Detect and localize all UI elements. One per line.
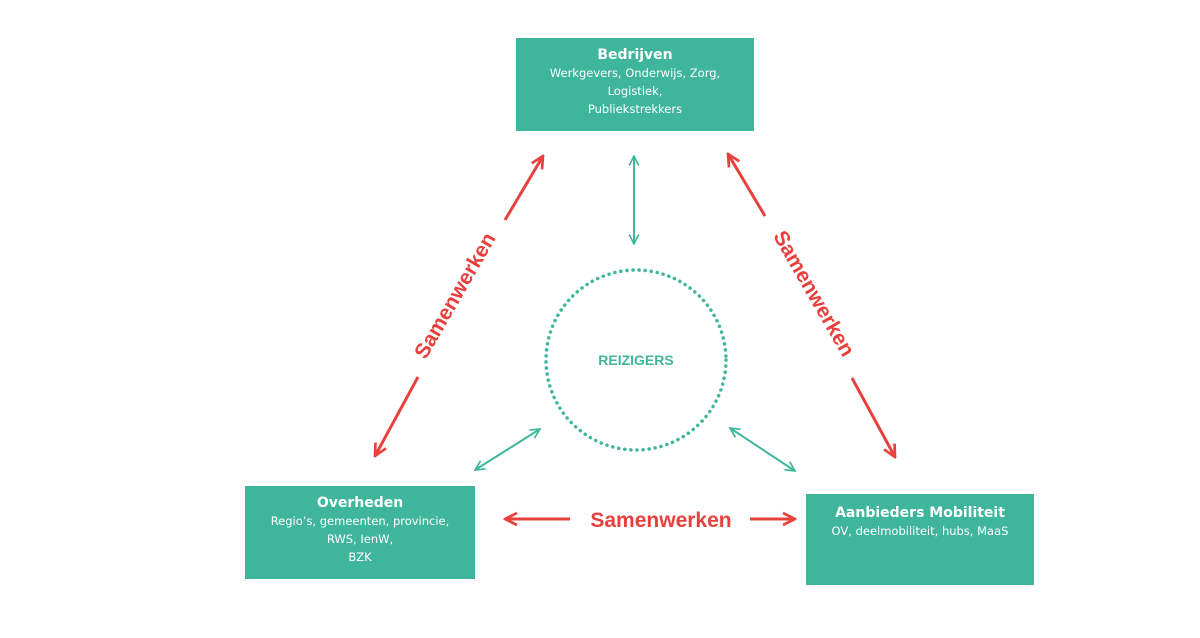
node-overheden-line: Regio’s, gemeenten, provincie, bbox=[270, 514, 450, 528]
arrow-right-upper bbox=[728, 154, 767, 217]
node-aanbieders-description: OV, deelmobiliteit, hubs, MaaS bbox=[806, 522, 1034, 540]
edge-label-right: Samenwerken bbox=[768, 227, 859, 361]
arrow-left-upper bbox=[503, 156, 543, 221]
node-overheden: Overheden Regio’s, gemeenten, provincie,… bbox=[245, 486, 475, 579]
node-overheden-line: BZK bbox=[348, 550, 372, 564]
node-aanbieders-line: OV, deelmobiliteit, hubs, MaaS bbox=[831, 524, 1009, 538]
arrow-reizigers-overheden bbox=[475, 429, 540, 470]
node-bedrijven-title: Bedrijven bbox=[597, 47, 673, 63]
node-bedrijven-line: Publiekstrekkers bbox=[587, 102, 683, 116]
arrow-reizigers-aanbieders bbox=[730, 428, 795, 471]
arrow-right-lower bbox=[850, 377, 895, 457]
node-overheden-line: RWS, IenW, bbox=[326, 532, 394, 546]
edge-label-bottom: Samenwerken bbox=[590, 509, 731, 532]
reizigers-label: REIZIGERS bbox=[598, 352, 673, 368]
node-bedrijven-line: Werkgevers, Onderwijs, Zorg, bbox=[549, 66, 721, 80]
node-overheden-description: Regio’s, gemeenten, provincie, RWS, IenW… bbox=[245, 512, 475, 566]
node-bedrijven: Bedrijven Werkgevers, Onderwijs, Zorg, L… bbox=[516, 38, 754, 131]
node-aanbieders-title: Aanbieders Mobiliteit bbox=[835, 505, 1005, 521]
arrow-left-lower bbox=[375, 376, 420, 456]
node-bedrijven-line: Logistiek, bbox=[607, 84, 663, 98]
node-bedrijven-description: Werkgevers, Onderwijs, Zorg, Logistiek, … bbox=[516, 64, 754, 118]
node-overheden-title: Overheden bbox=[316, 495, 404, 511]
reizigers-circle bbox=[544, 268, 728, 452]
node-aanbieders-mobiliteit: Aanbieders Mobiliteit OV, deelmobiliteit… bbox=[806, 494, 1034, 585]
edge-label-left: Samenwerken bbox=[410, 229, 501, 363]
